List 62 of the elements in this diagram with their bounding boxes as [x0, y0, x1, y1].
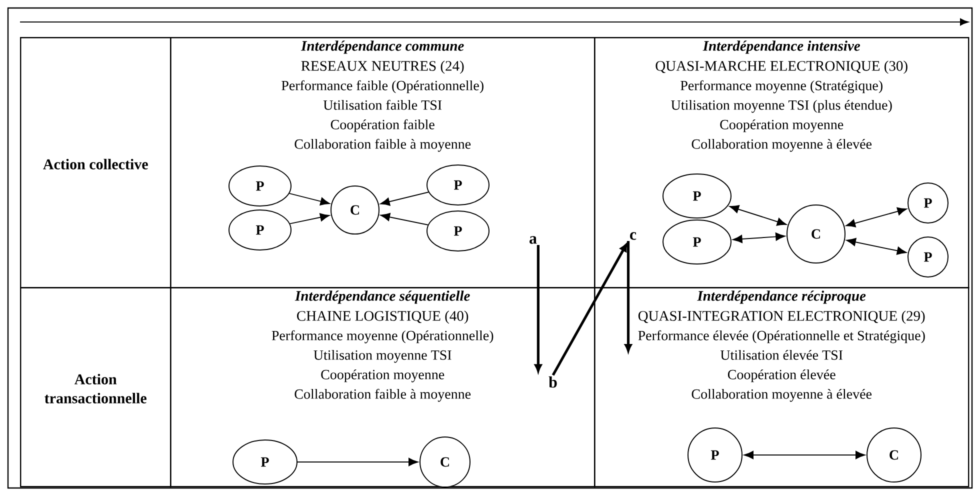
ellipse-node: P [426, 210, 490, 252]
arrow [846, 207, 907, 228]
cell-text: Performance élevée (Opérationnelle et Stratégique) [638, 330, 925, 344]
arrow [289, 213, 330, 224]
cell-text: Collaboration moyenne à élevée [692, 388, 872, 402]
arrow [380, 212, 428, 226]
cell-title: CHAINE LOGISTIQUE (40) [297, 310, 468, 324]
cell-text: Collaboration faible à moyenne [294, 138, 471, 152]
circle-node: C [420, 436, 470, 488]
cell-text: Collaboration moyenne à élevée [692, 138, 872, 152]
ellipse-node: P [662, 220, 732, 264]
cell-text: Coopération moyenne [720, 119, 844, 132]
letter-label: c [630, 232, 636, 240]
circle-node: C [786, 204, 846, 264]
cell-heading: Interdépendance intensive [702, 40, 860, 54]
arrow [846, 238, 907, 255]
cell-heading: Interdépendance séquentielle [294, 290, 470, 304]
cell-text: Coopération moyenne [321, 369, 444, 382]
circle-node: P [908, 182, 948, 224]
cell-heading: Interdépendance réciproque [697, 290, 866, 304]
cell-text: Utilisation faible TSI [323, 100, 442, 110]
node-label: C [440, 457, 449, 467]
arrow [552, 244, 628, 376]
row-header: Action transactionnelle [44, 374, 146, 404]
cell-title: QUASI-INTEGRATION ELECTRONIQUE (29) [638, 310, 925, 324]
cell-text: Collaboration faible à moyenne [294, 388, 471, 402]
table-cell [170, 37, 596, 288]
cell-text: Coopération faible [330, 119, 434, 132]
ellipse-node: P [228, 166, 292, 206]
cell-title: RESEAUX NEUTRES (24) [301, 60, 464, 74]
cell-title: QUASI-MARCHE ELECTRONIQUE (30) [656, 60, 908, 74]
cell-text: Utilisation moyenne TSI [314, 350, 452, 363]
arrow [380, 192, 429, 206]
arrow [732, 232, 786, 244]
ellipse-node: P [662, 174, 732, 218]
circle-node: P [688, 428, 742, 482]
cell-text: Performance faible (Opérationnelle) [282, 80, 484, 94]
cell-text: Performance moyenne (Stratégique) [680, 80, 882, 94]
table-cell [594, 37, 970, 288]
arrow [729, 205, 787, 226]
cell-heading: Interdépendance commune [300, 40, 464, 54]
table-cell [594, 287, 970, 488]
cell-text: Utilisation élevée TSI [720, 350, 843, 360]
arrow [534, 245, 542, 372]
arrow [288, 192, 330, 206]
cell-text: Performance moyenne (Opérationnelle) [272, 330, 494, 344]
ellipse-node: P [426, 164, 490, 206]
ellipse-node: P [232, 440, 298, 484]
circle-node: C [330, 186, 380, 234]
letter-label: b [548, 376, 557, 388]
circle-node: C [866, 428, 922, 482]
arrow [744, 450, 866, 460]
circle-node: P [908, 236, 948, 278]
cell-text: Utilisation moyenne TSI (plus étendue) [671, 100, 892, 113]
table-cell [20, 287, 172, 488]
row-header: Action collective [43, 158, 148, 170]
arrow [297, 458, 418, 466]
ellipse-node: P [228, 210, 292, 250]
cell-text: Coopération élevée [728, 369, 836, 382]
table-cell [20, 37, 172, 288]
letter-label: a [530, 236, 537, 244]
table-cell [170, 287, 596, 488]
